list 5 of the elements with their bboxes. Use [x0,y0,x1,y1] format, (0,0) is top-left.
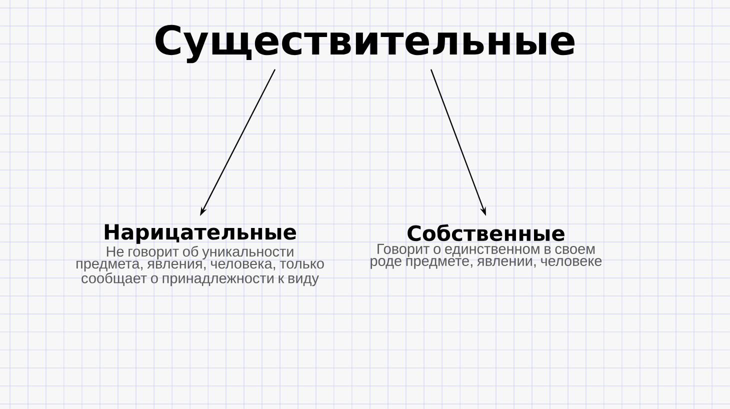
title: Существительные [156,24,574,64]
description: Говорит о единственном в своем роде предмете, явлении, человеке [370,244,602,269]
description: Не говорит об уникальности предмета, явления, человека, только сообщает о принадлежности к виду [76,246,324,286]
heading: Собственные [408,224,564,242]
heading: Нарицательные [104,224,296,244]
